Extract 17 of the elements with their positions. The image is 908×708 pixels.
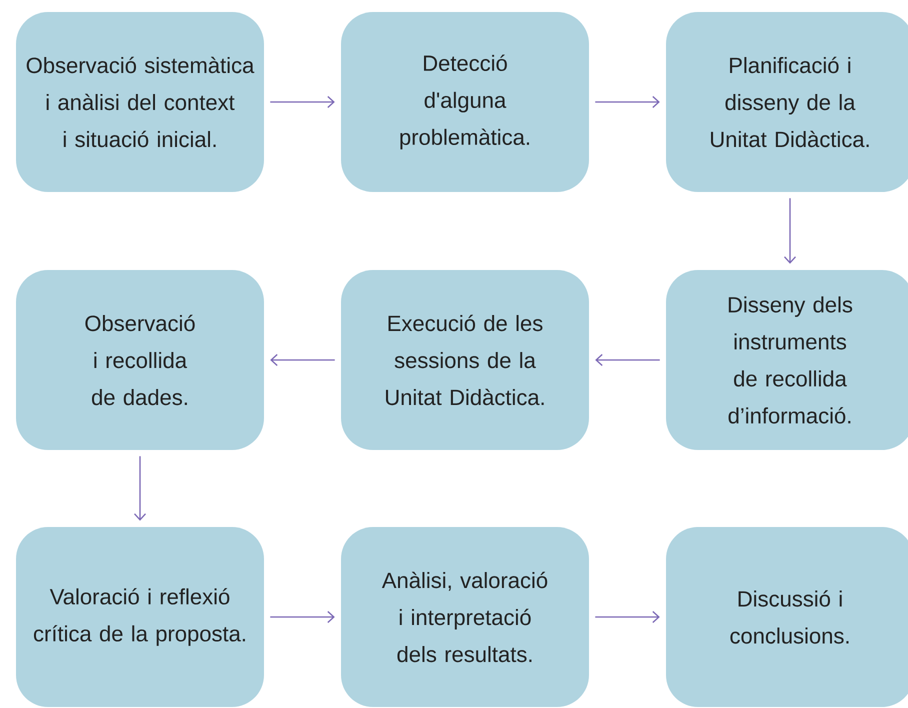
process-box: Planificació i disseny de la Unitat Didàctica. bbox=[666, 12, 908, 192]
arrow bbox=[595, 611, 660, 623]
process-box: Execució de les sessions de la Unitat Didàctica. bbox=[341, 270, 589, 450]
arrow bbox=[270, 611, 335, 623]
arrow bbox=[595, 354, 660, 366]
process-box: Detecció d'alguna problemàtica. bbox=[341, 12, 589, 192]
arrow bbox=[270, 354, 335, 366]
arrow bbox=[595, 96, 660, 108]
process-box: Anàlisi, valoració i interpretació dels resultats. bbox=[341, 526, 589, 707]
process-box: Valoració i reflexió crítica de la proposta. bbox=[16, 526, 264, 707]
process-box: Discussió i conclusions. bbox=[666, 526, 908, 707]
process-box: Observació sistemàtica i anàlisi del context i situació inicial. bbox=[16, 12, 264, 192]
arrow bbox=[270, 96, 335, 108]
arrow bbox=[784, 198, 796, 264]
arrow bbox=[134, 456, 146, 521]
process-box: Observació i recollida de dades. bbox=[16, 270, 264, 450]
process-box: Disseny dels instruments de recollida d’informació. bbox=[666, 270, 908, 450]
